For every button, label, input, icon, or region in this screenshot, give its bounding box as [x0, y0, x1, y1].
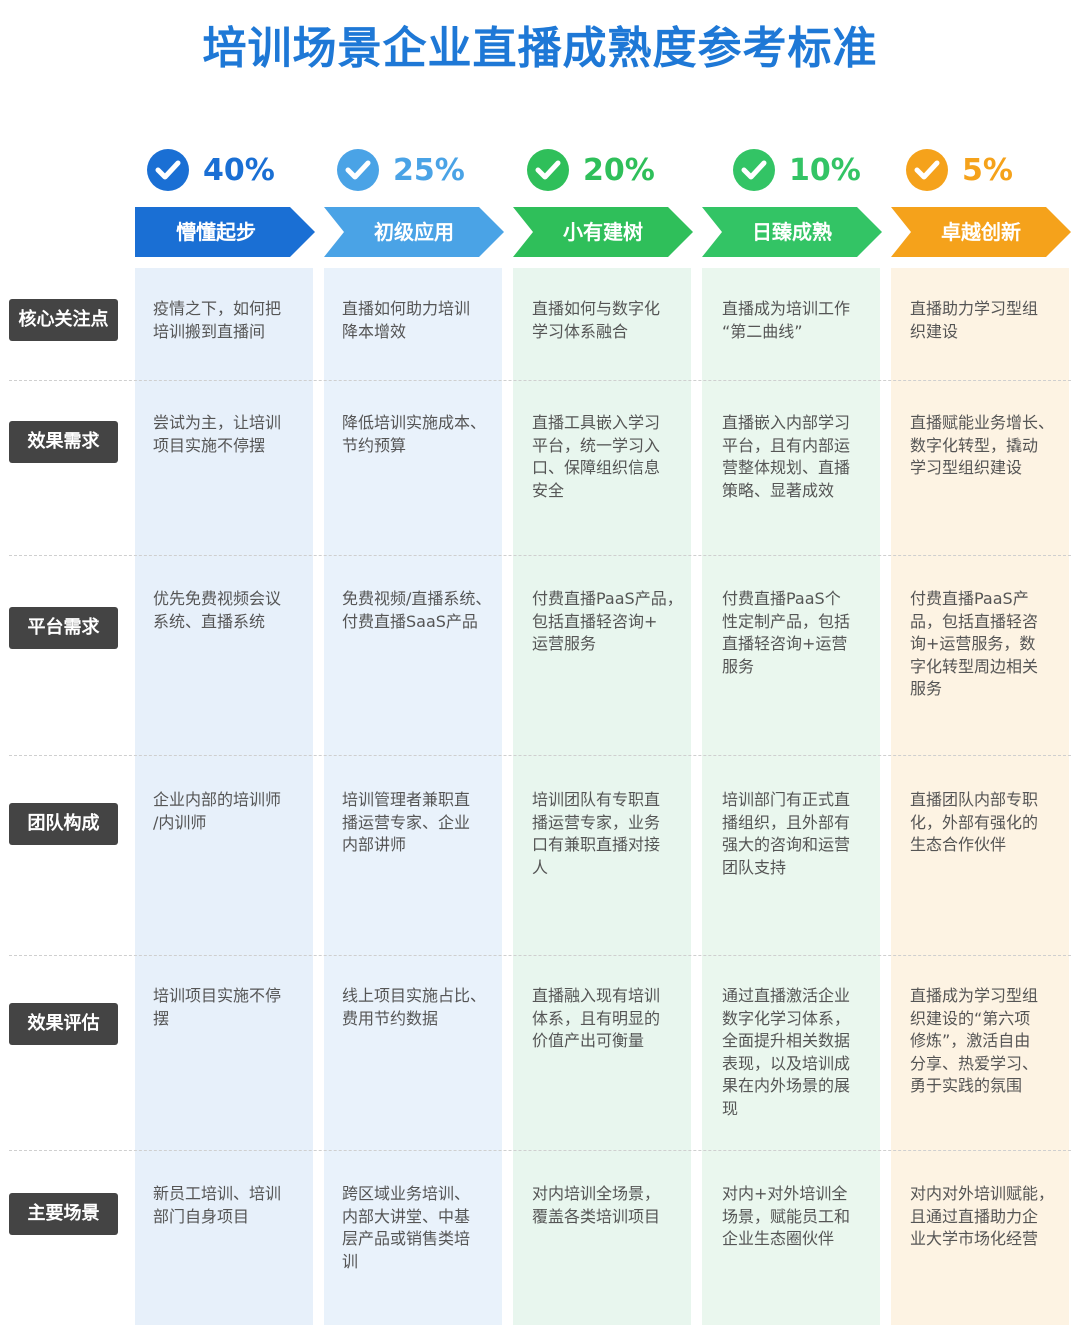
row-divider [9, 755, 1071, 756]
table-cell: 直播赋能业务增长、 数字化转型，撬动 学习型组织建设 [910, 413, 1055, 477]
table-cell: 培训管理者兼职直 播运营专家、企业 内部讲师 [342, 790, 471, 854]
percent-value: 25% [393, 152, 465, 188]
row-label-scenarios: 主要场景 [9, 1193, 118, 1235]
table-cell: 企业内部的培训师 /内训师 [153, 790, 282, 832]
check-circle-icon [527, 149, 569, 191]
column-bg-1 [135, 268, 313, 1325]
row-label-platform-needs: 平台需求 [9, 607, 118, 649]
row-divider [9, 955, 1071, 956]
stage-label: 懵懂起步 [176, 220, 256, 244]
column-bg-5 [891, 268, 1069, 1325]
percent-value: 20% [583, 152, 655, 188]
table-cell: 尝试为主，让培训 项目实施不停摆 [153, 413, 282, 455]
stage-label: 初级应用 [374, 220, 454, 244]
stage-arrow-5: 卓越创新 [891, 207, 1071, 257]
row-label-core-focus: 核心关注点 [9, 299, 118, 341]
column-bg-2 [324, 268, 502, 1325]
table-cell: 直播成为学习型组 织建设的“第六项 修炼”，激活自由 分享、热爱学习、 勇于实践… [910, 986, 1039, 1095]
stage-arrow-4: 日臻成熟 [702, 207, 882, 257]
row-label-team: 团队构成 [9, 803, 118, 845]
table-cell: 直播成为培训工作 “第二曲线” [722, 299, 851, 341]
table-cell: 直播如何助力培训 降本增效 [342, 299, 471, 341]
table-cell: 培训团队有专职直 播运营专家，业务 口有兼职直播对接 人 [532, 790, 661, 877]
table-cell: 付费直播PaaS个 性定制产品，包括 直播轻咨询+运营 服务 [722, 589, 851, 676]
table-cell: 付费直播PaaS产品， 包括直播轻咨询+ 运营服务 [532, 589, 683, 653]
row-label-effect-needs: 效果需求 [9, 421, 118, 463]
table-cell: 线上项目实施占比、 费用节约数据 [342, 986, 487, 1028]
stage-arrow-2: 初级应用 [324, 207, 504, 257]
table-cell: 直播助力学习型组 织建设 [910, 299, 1039, 341]
row-label-evaluation: 效果评估 [9, 1003, 118, 1045]
check-circle-icon [733, 149, 775, 191]
stage-percent-4: 10% [733, 145, 861, 195]
stage-label: 日臻成熟 [752, 220, 832, 244]
stage-percent-5: 5% [906, 145, 1013, 195]
table-cell: 培训部门有正式直 播组织，且外部有 强大的咨询和运营 团队支持 [722, 790, 851, 877]
table-cell: 降低培训实施成本、 节约预算 [342, 413, 487, 455]
column-bg-4 [702, 268, 880, 1325]
stage-percent-1: 40% [147, 145, 275, 195]
table-cell: 免费视频/直播系统、 付费直播SaaS产品 [342, 589, 492, 631]
stage-label: 小有建树 [563, 220, 643, 244]
table-cell: 跨区域业务培训、 内部大讲堂、中基 层产品或销售类培 训 [342, 1184, 471, 1271]
table-cell: 直播如何与数字化 学习体系融合 [532, 299, 661, 341]
table-cell: 对内培训全场景， 覆盖各类培训项目 [532, 1184, 661, 1226]
table-cell: 付费直播PaaS产 品，包括直播轻咨 询+运营服务，数 字化转型周边相关 服务 [910, 589, 1039, 698]
stage-percent-2: 25% [337, 145, 465, 195]
table-cell: 直播团队内部专职 化，外部有强化的 生态合作伙伴 [910, 790, 1039, 854]
check-circle-icon [337, 149, 379, 191]
table-cell: 培训项目实施不停 摆 [153, 986, 282, 1028]
stage-label: 卓越创新 [941, 220, 1021, 244]
percent-value: 40% [203, 152, 275, 188]
check-circle-icon [147, 149, 189, 191]
stage-percent-3: 20% [527, 145, 655, 195]
page-title: 培训场景企业直播成熟度参考标准 [202, 23, 878, 74]
row-divider [9, 1150, 1071, 1151]
table-cell: 直播融入现有培训 体系，且有明显的 价值产出可衡量 [532, 986, 661, 1050]
column-bg-3 [513, 268, 691, 1325]
table-cell: 优先免费视频会议 系统、直播系统 [153, 589, 282, 631]
row-divider [9, 380, 1071, 381]
stage-arrow-1: 懵懂起步 [135, 207, 315, 257]
table-cell: 直播工具嵌入学习 平台，统一学习入 口、保障组织信息 安全 [532, 413, 661, 500]
stage-arrow-3: 小有建树 [513, 207, 693, 257]
row-divider [9, 555, 1071, 556]
table-cell: 通过直播激活企业 数字化学习体系， 全面提升相关数据 表现，以及培训成 果在内外… [722, 986, 851, 1118]
check-circle-icon [906, 149, 948, 191]
percent-value: 5% [962, 152, 1013, 188]
table-cell: 新员工培训、培训 部门自身项目 [153, 1184, 282, 1226]
table-cell: 对内对外培训赋能， 且通过直播助力企 业大学市场化经营 [910, 1184, 1055, 1248]
table-cell: 对内+对外培训全 场景，赋能员工和 企业生态圈伙伴 [722, 1184, 851, 1248]
percent-value: 10% [789, 152, 861, 188]
table-cell: 疫情之下，如何把 培训搬到直播间 [153, 299, 282, 341]
table-cell: 直播嵌入内部学习 平台，且有内部运 营整体规划、直播 策略、显著成效 [722, 413, 851, 500]
